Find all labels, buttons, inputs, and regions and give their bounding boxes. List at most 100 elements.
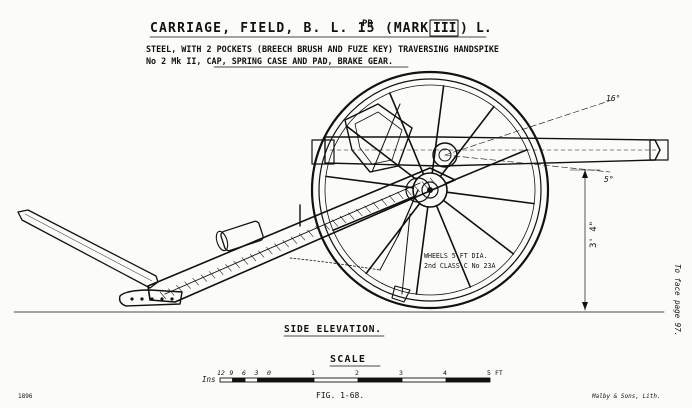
scale-inch-tick-label: 0 (267, 369, 271, 377)
brake-rod-1 (379, 235, 399, 271)
barrel-outline (324, 136, 661, 167)
elevating-wheel (405, 177, 431, 203)
wheel-spoke (446, 191, 535, 205)
wheel-spoke (365, 202, 421, 275)
wheel-spoke (415, 206, 429, 295)
sight-bar (371, 103, 401, 173)
elevation-lines: 16° 5° (444, 94, 620, 184)
title-suffix: L. (476, 21, 492, 36)
trail-hatch-line (282, 239, 289, 248)
barrel-muzzle (649, 139, 669, 161)
scale-foot-tick-label: 2 (355, 369, 359, 377)
wheel-note-line-1: WHEELS 5 FT DIA. (424, 252, 488, 260)
trail-hatch-line (266, 246, 273, 255)
height-dimension: 3' 4" (569, 169, 601, 311)
scale-foot-labels: 1 2 3 4 5 (311, 369, 491, 377)
scale-inch-tick-label: 3 (254, 369, 259, 377)
trail-hatch-line (397, 191, 404, 200)
trail-hatching (159, 177, 437, 300)
elevation-line-lower (444, 154, 611, 173)
wheel-note: WHEELS 5 FT DIA. 2nd CLASS C No 23A (424, 252, 495, 270)
trail-eye-stud (140, 297, 144, 301)
handspike-outline (17, 209, 159, 289)
trail-flask (164, 182, 421, 295)
trail-hatch-line (167, 288, 175, 296)
scale-foot-tick-label: 3 (399, 369, 403, 377)
angle-upper-label: 16° (606, 94, 620, 103)
scale-inch-tick-label: 9 (230, 369, 234, 377)
wheel-tyre-inner (318, 78, 542, 302)
subtitle-line-1: STEEL, WITH 2 POCKETS (BREECH BRUSH AND … (146, 44, 499, 54)
handspike-centre (24, 213, 153, 282)
trail-hatch-line (421, 181, 429, 189)
barrel-trunnion (432, 142, 458, 168)
scale-inch-segment (244, 377, 258, 383)
wheel-spoke (444, 148, 528, 185)
scale-foot-tick-label: 1 (311, 369, 315, 377)
trail-eye (118, 289, 183, 307)
scale-foot-tick-label: 4 (443, 369, 447, 377)
scale-inch-tick-label: 12 (217, 369, 225, 377)
wheel-spoke (345, 125, 418, 181)
trail-hatch-line (200, 274, 208, 282)
trail-hatch-line (298, 233, 306, 241)
angle-lower-label: 5° (604, 175, 614, 184)
elevation-line-upper (444, 99, 613, 156)
wheel-spoke (442, 199, 515, 255)
trail-eye-stud (150, 297, 154, 301)
gun-barrel (311, 136, 669, 168)
wheel-spoke (435, 204, 472, 288)
scale-inch-segment (219, 377, 233, 383)
pocket-body (220, 220, 264, 252)
trail-eye-studs (130, 297, 174, 301)
trail-hatch-line (233, 260, 240, 269)
scale-inch-tick-label: 6 (242, 369, 246, 377)
axle-seat-inner (354, 111, 403, 165)
corner-mark: 1896 (18, 393, 33, 400)
trail-hatch-line (241, 257, 249, 265)
trail-hatch-line (225, 264, 232, 272)
height-dimension-label: 3' 4" (589, 221, 599, 248)
wheel-spoke (439, 105, 495, 178)
trail-eye-stud (170, 297, 174, 301)
breech-block (311, 139, 335, 165)
trail-hatch-line (315, 226, 322, 234)
figure-label: FIG. 1-68. (316, 391, 364, 400)
wheel-spoke (325, 175, 414, 189)
scale-foot-segment (445, 377, 491, 383)
brake-chain (289, 257, 381, 271)
trail-eye-stud (160, 297, 164, 301)
wheel-hub (412, 172, 448, 208)
breech-brush-pocket (215, 220, 264, 252)
publisher-imprint: Malby & Sons, Lith. (591, 393, 661, 400)
dimension-arrow-top (582, 170, 588, 178)
trail-hatch-line (184, 281, 191, 289)
title-mark-close: ) (460, 21, 468, 36)
wheel-tyre-outer (310, 70, 550, 310)
wheel-spoke (332, 195, 416, 232)
trail-hatch-line (257, 250, 265, 258)
elevating-screw (397, 189, 419, 237)
scale-foot-segment (401, 377, 447, 383)
elevating-gear (289, 177, 431, 303)
traversing-handspike (17, 209, 159, 289)
trail-hatch-line (274, 243, 281, 251)
scale-inch-segment (257, 377, 271, 383)
wheel-felloe (324, 84, 536, 296)
axle-seat (344, 103, 413, 173)
scale-title: SCALE (330, 354, 366, 365)
trail-hatch-line (413, 184, 420, 193)
brake-shoe (391, 285, 411, 303)
brake-rod-2 (401, 213, 411, 295)
trail-eye-stud (130, 297, 134, 301)
side-note: To face page 97. (673, 264, 682, 336)
barrel-trunnion-inner (438, 148, 452, 162)
trail-hatch-line (290, 236, 298, 244)
trail-hatch-line (429, 177, 437, 186)
scale-foot-tick-label: 5 (487, 369, 491, 377)
title-mark: (MARK (385, 21, 429, 36)
trail-outline (147, 167, 456, 303)
